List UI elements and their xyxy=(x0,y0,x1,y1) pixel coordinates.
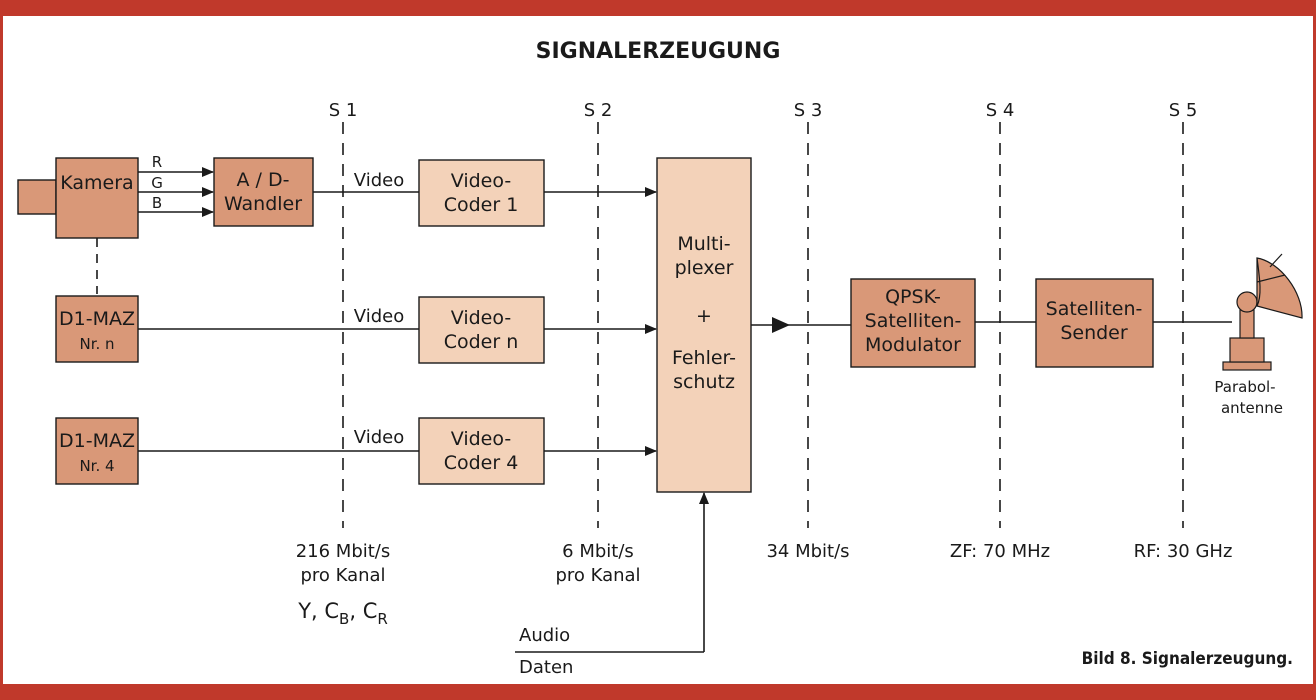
block-qpsk-line3: Modulator xyxy=(865,334,961,356)
block-coder1 xyxy=(418,159,545,227)
block-mux-line3: + xyxy=(696,305,712,327)
block-coder1-line1: Video- xyxy=(451,170,511,192)
block-maz-4 xyxy=(55,417,139,485)
block-qpsk-line2: Satelliten- xyxy=(865,310,962,332)
block-mux-line4: Fehler- xyxy=(672,347,736,369)
block-satelliten-sender xyxy=(1035,278,1154,368)
label-antenna-line2: antenne xyxy=(1221,399,1283,417)
block-qpsk-line1: QPSK- xyxy=(885,286,941,308)
stage-rate-s1-line1: 216 Mbit/s xyxy=(296,541,391,562)
block-maz-4-line2: Nr. 4 xyxy=(79,457,114,475)
arrow-mux-out xyxy=(772,317,790,333)
stage-label-s1: S 1 xyxy=(329,100,358,121)
block-mux-line2: plexer xyxy=(675,257,734,279)
stage-rate-s1-line2: pro Kanal xyxy=(300,565,385,586)
block-kamera-label: Kamera xyxy=(60,172,133,194)
block-coder4-line1: Video- xyxy=(451,428,511,450)
block-coder4 xyxy=(418,417,545,485)
block-coder1-line2: Coder 1 xyxy=(444,194,519,216)
stage-label-s4: S 4 xyxy=(986,100,1015,121)
stage-label-s5: S 5 xyxy=(1169,100,1198,121)
label-r: R xyxy=(152,153,162,171)
top-border-band xyxy=(0,0,1316,16)
block-qpsk-modulator xyxy=(850,278,976,368)
stage-rate-s3: 34 Mbit/s xyxy=(766,541,849,562)
block-maz-n xyxy=(55,295,139,363)
left-border-line xyxy=(0,16,3,684)
component-label-ycbcr: Y, CB, CR xyxy=(297,599,388,628)
label-antenna-line1: Parabol- xyxy=(1214,378,1275,396)
block-maz-n-line2: Nr. n xyxy=(79,335,114,353)
bottom-border-band xyxy=(0,684,1316,700)
stage-label-s2: S 2 xyxy=(584,100,613,121)
camera-lens xyxy=(17,179,57,215)
label-g: G xyxy=(151,174,163,192)
stage-rate-s5: RF: 30 GHz xyxy=(1134,541,1233,562)
stage-rate-s2-line1: 6 Mbit/s xyxy=(562,541,634,562)
stage-label-s3: S 3 xyxy=(794,100,823,121)
block-coder4-line2: Coder 4 xyxy=(444,452,519,474)
diagram-title: SIGNALERZEUGUNG xyxy=(536,39,781,64)
block-sender-line1: Satelliten- xyxy=(1046,298,1143,320)
block-codern xyxy=(418,296,545,364)
figure-caption: Bild 8. Signalerzeugung. xyxy=(1082,649,1293,669)
block-maz-n-line1: D1-MAZ xyxy=(59,308,135,330)
right-border-line xyxy=(1313,16,1316,684)
block-sender-line2: Sender xyxy=(1060,322,1128,344)
label-audio: Audio xyxy=(519,625,570,646)
label-daten: Daten xyxy=(519,657,573,678)
stage-rate-s2-line2: pro Kanal xyxy=(555,565,640,586)
label-b: B xyxy=(152,194,162,212)
block-maz-4-line1: D1-MAZ xyxy=(59,430,135,452)
block-codern-line2: Coder n xyxy=(444,331,519,353)
block-ad-wandler-line2: Wandler xyxy=(224,193,302,215)
parabolic-antenna-icon xyxy=(1222,253,1303,371)
label-video-1: Video xyxy=(354,170,404,191)
stage-rate-s4: ZF: 70 MHz xyxy=(950,541,1050,562)
block-mux-line1: Multi- xyxy=(677,233,730,255)
block-codern-line1: Video- xyxy=(451,307,511,329)
label-video-n: Video xyxy=(354,306,404,327)
block-kamera xyxy=(55,157,139,239)
block-ad-wandler-line1: A / D- xyxy=(237,169,290,191)
block-multiplexer xyxy=(656,157,752,493)
label-video-4: Video xyxy=(354,427,404,448)
block-mux-line5: schutz xyxy=(673,371,735,393)
